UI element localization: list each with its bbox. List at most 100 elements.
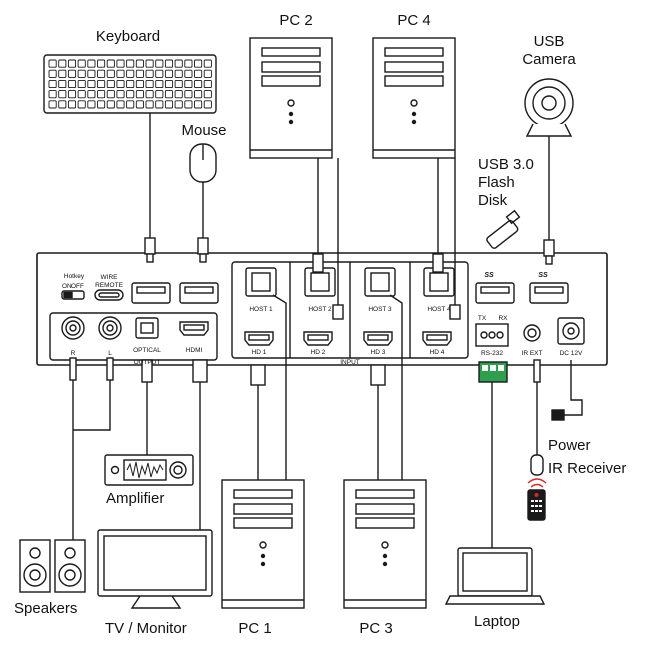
pc2-label: PC 2 bbox=[279, 12, 313, 29]
keyboard-key bbox=[87, 59, 96, 68]
remote-control-icon bbox=[527, 478, 547, 521]
cable-optical bbox=[141, 359, 153, 455]
pc3-tower-icon bbox=[343, 479, 427, 609]
dc-power-jack[interactable] bbox=[557, 317, 585, 345]
optical-label: OPTICAL bbox=[133, 347, 161, 354]
output-label: OUTPUT bbox=[134, 359, 161, 366]
keyboard-key bbox=[194, 79, 203, 89]
mouse-usb-port[interactable] bbox=[179, 282, 219, 304]
keyboard-key bbox=[77, 79, 86, 89]
hd3-label: HD 3 bbox=[371, 349, 386, 356]
cable-laptop bbox=[478, 361, 508, 548]
keyboard-key bbox=[48, 100, 57, 109]
keyboard-key bbox=[87, 69, 96, 78]
hd2-input-port[interactable] bbox=[303, 331, 333, 346]
keyboard-key bbox=[67, 100, 77, 109]
rx-label: RX bbox=[498, 315, 508, 322]
cable-pc2-hdmi bbox=[332, 158, 344, 320]
tv-monitor-label: TV / Monitor bbox=[105, 620, 187, 637]
host3-label: HOST 3 bbox=[368, 306, 392, 313]
keyboard-key bbox=[67, 90, 77, 99]
hdmi-output-port[interactable] bbox=[179, 321, 209, 336]
cable-pc4-hdmi bbox=[449, 158, 461, 320]
tv-monitor-icon bbox=[97, 529, 213, 609]
keyboard-key bbox=[97, 59, 106, 68]
keyboard-key bbox=[145, 69, 154, 78]
wire-remote-port[interactable] bbox=[94, 289, 124, 301]
keyboard-key bbox=[164, 79, 174, 89]
keyboard-key bbox=[184, 69, 193, 78]
optical-port[interactable] bbox=[135, 317, 159, 339]
hd4-input-port[interactable] bbox=[422, 331, 452, 346]
keyboard-key bbox=[194, 100, 203, 109]
pc2-tower-icon bbox=[249, 37, 333, 159]
mouse-icon bbox=[189, 143, 217, 183]
keyboard-key bbox=[203, 90, 212, 99]
usb3-port-1[interactable] bbox=[475, 282, 515, 304]
keyboard-key bbox=[145, 90, 154, 99]
keyboard-key bbox=[203, 59, 212, 68]
speakers-label: Speakers bbox=[14, 600, 78, 617]
keyboard-key bbox=[97, 100, 106, 109]
ir-ext-jack[interactable] bbox=[523, 324, 541, 342]
keyboard-key bbox=[194, 69, 203, 78]
keyboard-key bbox=[67, 59, 77, 68]
hotkey-off-label: OFF bbox=[71, 283, 84, 290]
usb3-port-2[interactable] bbox=[529, 282, 569, 304]
keyboard-key bbox=[106, 90, 115, 99]
hd4-label: HD 4 bbox=[430, 349, 445, 356]
keyboard-usb-port[interactable] bbox=[131, 282, 171, 304]
pc1-label: PC 1 bbox=[238, 620, 272, 637]
keyboard-key bbox=[87, 79, 96, 89]
audio-l-label: L bbox=[108, 350, 112, 357]
cable-pc3 bbox=[370, 294, 403, 480]
keyboard-key bbox=[174, 69, 183, 78]
keyboard-key bbox=[106, 59, 115, 68]
hd3-input-port[interactable] bbox=[363, 331, 393, 346]
keyboard-key bbox=[77, 69, 86, 78]
keyboard-key bbox=[164, 69, 174, 78]
cable-mouse bbox=[197, 182, 209, 263]
cable-camera bbox=[543, 136, 555, 265]
keyboard-key bbox=[77, 90, 86, 99]
host2-usb-port[interactable] bbox=[304, 267, 336, 297]
keyboard-key bbox=[126, 90, 135, 99]
keyboard-key bbox=[184, 59, 193, 68]
amplifier-icon bbox=[104, 454, 194, 486]
hotkey-switch[interactable] bbox=[61, 290, 85, 300]
pc4-tower-icon bbox=[372, 37, 456, 159]
keyboard-key bbox=[203, 79, 212, 89]
host3-usb-port[interactable] bbox=[364, 267, 396, 297]
laptop-label: Laptop bbox=[474, 613, 520, 630]
keyboard-key bbox=[116, 79, 125, 89]
kvm-switch-panel bbox=[36, 252, 608, 366]
keyboard-key bbox=[135, 59, 144, 68]
keyboard-key bbox=[97, 90, 106, 99]
hd1-input-port[interactable] bbox=[244, 331, 274, 346]
usb-flash-disk-icon bbox=[486, 209, 521, 249]
keyboard-key bbox=[87, 100, 96, 109]
keyboard-key bbox=[126, 100, 135, 109]
audio-r-label: R bbox=[71, 350, 76, 357]
audio-r-jack[interactable] bbox=[61, 316, 85, 340]
keyboard-key bbox=[135, 79, 144, 89]
host1-usb-port[interactable] bbox=[245, 267, 277, 297]
keyboard-key bbox=[116, 69, 125, 78]
keyboard-key bbox=[155, 59, 164, 68]
keyboard-key bbox=[116, 59, 125, 68]
host1-label: HOST 1 bbox=[249, 306, 273, 313]
keyboard-key bbox=[77, 100, 86, 109]
audio-l-jack[interactable] bbox=[98, 316, 122, 340]
usb3-logo-1: SS bbox=[484, 272, 494, 279]
dc12v-label: DC 12V bbox=[560, 350, 583, 357]
speakers-icon bbox=[19, 539, 86, 593]
keyboard-key bbox=[116, 90, 125, 99]
keyboard-key bbox=[145, 79, 154, 89]
hd2-label: HD 2 bbox=[311, 349, 326, 356]
rs232-port[interactable] bbox=[475, 323, 509, 347]
keyboard-key bbox=[58, 59, 67, 68]
keyboard-key bbox=[126, 59, 135, 68]
keyboard-key bbox=[126, 79, 135, 89]
cable-pc4-usb bbox=[432, 158, 444, 273]
